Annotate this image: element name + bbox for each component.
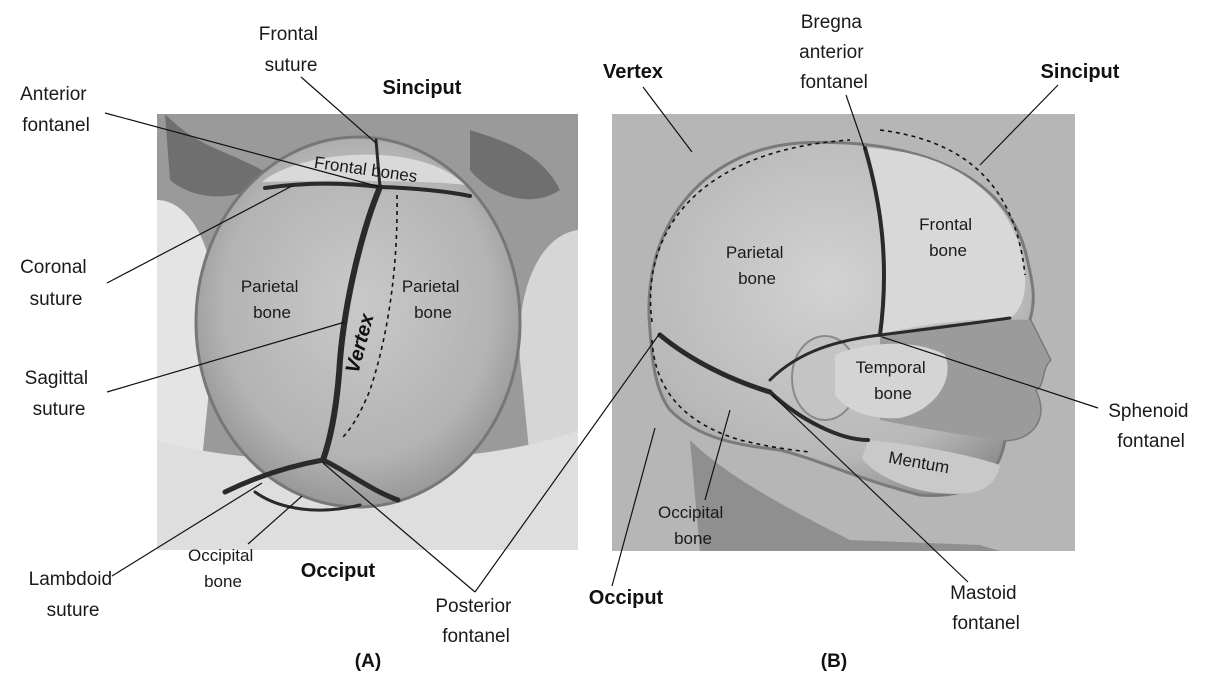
panel-a-label-lambdoid-suture: Lambdoid suture (29, 569, 118, 621)
panel-b-label-sphenoid-fontanel: Sphenoid fontanel (1108, 401, 1194, 452)
panel-b-label-sinciput: Sinciput (1041, 61, 1120, 83)
panel-a-label-frontal-suture: Frontal suture (259, 24, 323, 76)
panel-a-label-sagittal-suture: Sagittal suture (25, 368, 94, 420)
panel-a-tag: (A) (355, 651, 381, 672)
panel-a-label-coronal-suture: Coronal suture (20, 257, 92, 310)
panel-a-label-occipital-bone: Occipital bone (188, 546, 258, 591)
panel-b: Parietal bone Frontal bone Temporal bone… (475, 12, 1194, 672)
panel-b-label-bregna: Bregna anterior fontanel (799, 12, 869, 93)
panel-b-label-occiput: Occiput (589, 587, 664, 609)
panel-b-tag: (B) (821, 651, 847, 672)
panel-a-label-posterior-fontanel: Posterior fontanel (435, 596, 516, 647)
panel-b-label-vertex: Vertex (603, 61, 663, 83)
panel-a-label-occiput: Occiput (301, 560, 376, 582)
panel-a-label-sinciput: Sinciput (383, 77, 462, 99)
panel-b-label-mastoid-fontanel: Mastoid fontanel (950, 583, 1022, 634)
panel-a: Frontal bones Parietal bone Parietal bon… (20, 24, 578, 672)
panel-a-label-anterior-fontanel: Anterior fontanel (20, 84, 92, 136)
